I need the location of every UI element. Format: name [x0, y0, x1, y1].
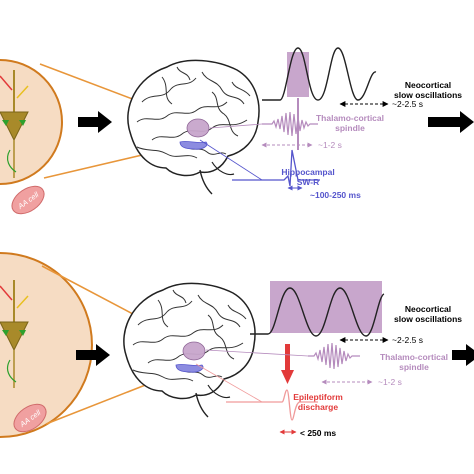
- spindle-label-line1: Thalamo-cortical: [316, 113, 384, 123]
- brain-illustration: [123, 282, 256, 418]
- swr-label-line2: SW-R: [297, 177, 320, 187]
- brain-to-epileptiform-link: [195, 363, 263, 403]
- slow-osc-label-line2: slow oscillations: [394, 90, 462, 100]
- spindle-timing: ~1-2 s: [378, 377, 402, 387]
- swr-trace: [232, 149, 320, 187]
- epileptiform-trace: [226, 389, 318, 421]
- brain-illustration: [127, 59, 260, 195]
- slow-osc-highlight: [270, 281, 382, 333]
- aa-cell: AA cell: [11, 185, 45, 215]
- aa-cell: AA cell: [13, 403, 47, 433]
- right-arrow-2: [428, 111, 474, 133]
- slow-osc-label-line1: Neocortical: [405, 304, 451, 314]
- slow-osc-label-line1: Neocortical: [405, 80, 451, 90]
- epileptiform-arrowhead: [281, 370, 294, 384]
- spindle-timing: ~1-2 s: [318, 140, 342, 150]
- brain-to-swr-link: [199, 139, 263, 181]
- slow-osc-timing: ~2-2.5 s: [392, 335, 423, 345]
- spindle-trace: [262, 111, 318, 137]
- right-arrow-2: [452, 344, 474, 366]
- swr-label-line1: Hippocampal: [281, 167, 334, 177]
- right-arrow-1: [76, 344, 110, 366]
- spindle-label-line2: spindle: [399, 362, 429, 372]
- magnified-circle: [0, 252, 93, 438]
- spindle-trace: [308, 342, 360, 370]
- slow-oscillation-trace: [250, 287, 385, 337]
- swr-timing: ~100-250 ms: [310, 190, 361, 200]
- epileptiform-label-line1: Epileptiform: [293, 392, 343, 402]
- slow-osc-label-line2: slow oscillations: [394, 314, 462, 324]
- slow-osc-highlight: [287, 52, 309, 97]
- panel-bottom: AA cell ~2-2.5 s ~1-2 s < 250 ms Neocort…: [0, 252, 474, 438]
- slow-oscillation-trace: [262, 47, 377, 101]
- epileptiform-label-line2: discharge: [298, 402, 338, 412]
- right-arrow-1: [78, 111, 112, 133]
- brain-to-spindle-link: [205, 349, 309, 357]
- epileptiform-timing: < 250 ms: [300, 428, 336, 438]
- panel-top: AA cell ~2-2.5 s ~1-2 s ~100-250 ms Neoc…: [0, 47, 474, 215]
- brain-to-spindle-link: [209, 123, 263, 129]
- spindle-label-line2: spindle: [335, 123, 365, 133]
- epileptiform-marker: [285, 344, 290, 370]
- magnified-circle: [0, 59, 63, 185]
- slow-osc-timing: ~2-2.5 s: [392, 99, 423, 109]
- spindle-label-line1: Thalamo-cortical: [380, 352, 448, 362]
